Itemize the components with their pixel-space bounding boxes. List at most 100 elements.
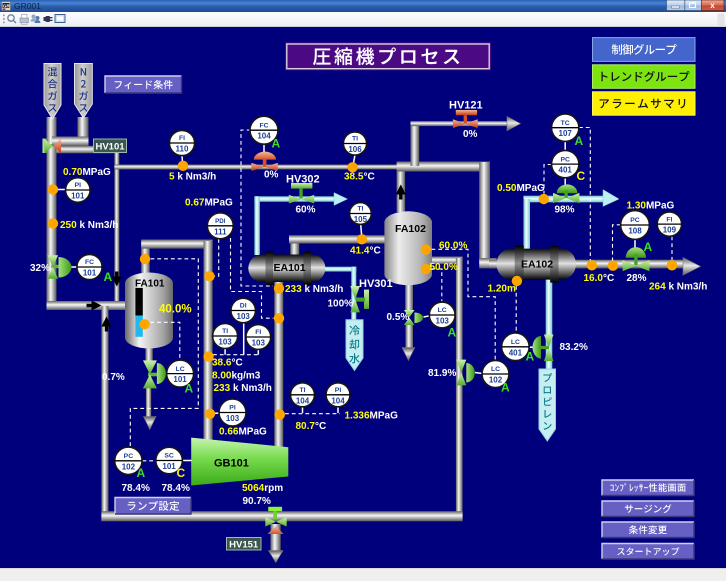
svg-text:38.6°C: 38.6°C	[212, 358, 243, 369]
svg-text:60%: 60%	[296, 205, 316, 216]
svg-text:8.00kg/m3: 8.00kg/m3	[212, 371, 261, 382]
svg-text:103: 103	[237, 312, 251, 321]
svg-text:FC: FC	[85, 259, 94, 266]
svg-text:PI: PI	[335, 387, 342, 394]
svg-text:GB101: GB101	[214, 458, 249, 470]
svg-text:1.20m: 1.20m	[488, 284, 516, 295]
svg-text:111: 111	[214, 227, 227, 236]
svg-text:FI: FI	[666, 216, 672, 223]
svg-text:A: A	[137, 466, 146, 480]
svg-text:FC: FC	[259, 122, 268, 129]
svg-text:C: C	[177, 466, 186, 480]
svg-text:103: 103	[436, 317, 450, 326]
svg-text:81.9%: 81.9%	[428, 368, 456, 379]
svg-text:HV301: HV301	[359, 278, 393, 290]
svg-text:98%: 98%	[555, 205, 575, 216]
svg-text:60.0%: 60.0%	[439, 241, 467, 252]
svg-text:PDI: PDI	[215, 218, 226, 225]
svg-text:110: 110	[176, 145, 189, 154]
svg-text:101: 101	[162, 462, 176, 471]
svg-text:0.5%: 0.5%	[387, 312, 410, 323]
svg-text:106: 106	[348, 145, 362, 154]
svg-text:LC: LC	[491, 366, 500, 373]
svg-text:TI: TI	[352, 136, 358, 143]
svg-text:TI: TI	[299, 387, 305, 394]
svg-text:264 k Nm3/h: 264 k Nm3/h	[649, 282, 707, 293]
svg-text:104: 104	[257, 132, 271, 141]
svg-text:104: 104	[331, 396, 345, 405]
svg-text:HV151: HV151	[229, 540, 259, 551]
svg-text:LC: LC	[438, 307, 447, 314]
svg-text:90.7%: 90.7%	[243, 496, 271, 507]
svg-text:0.50MPaG: 0.50MPaG	[497, 183, 545, 194]
svg-text:TC: TC	[561, 120, 570, 127]
svg-text:A: A	[501, 381, 510, 395]
svg-text:x: x	[710, 1, 715, 10]
svg-text:40.0%: 40.0%	[159, 304, 192, 316]
svg-text:A: A	[644, 240, 653, 254]
svg-text:SC: SC	[164, 453, 174, 460]
svg-text:A: A	[272, 137, 281, 151]
svg-text:1.30MPaG: 1.30MPaG	[627, 201, 675, 212]
svg-text:103: 103	[226, 414, 240, 423]
svg-text:250 k Nm3/h: 250 k Nm3/h	[60, 220, 118, 231]
svg-text:41.4°C: 41.4°C	[350, 246, 381, 257]
svg-text:1.336MPaG: 1.336MPaG	[345, 411, 399, 422]
svg-text:PC: PC	[560, 156, 570, 163]
svg-text:108: 108	[628, 227, 642, 236]
svg-text:LC: LC	[511, 339, 520, 346]
svg-text:PI: PI	[75, 182, 82, 189]
svg-text:83.2%: 83.2%	[560, 342, 588, 353]
svg-text:GR001: GR001	[14, 1, 41, 11]
svg-text:DI: DI	[240, 303, 247, 310]
svg-text:A: A	[185, 382, 194, 396]
svg-text:EA102: EA102	[521, 259, 553, 271]
svg-text:A: A	[104, 270, 113, 284]
svg-text:101: 101	[71, 192, 85, 201]
svg-text:0%: 0%	[463, 129, 478, 140]
svg-text:80.7°C: 80.7°C	[296, 421, 327, 432]
svg-text:FA102: FA102	[395, 223, 426, 235]
svg-text:A: A	[575, 134, 584, 148]
svg-text:101: 101	[83, 269, 97, 278]
svg-text:102: 102	[489, 376, 503, 385]
svg-text:HV101: HV101	[95, 142, 125, 153]
svg-text:78.4%: 78.4%	[122, 483, 150, 494]
svg-text:5064rpm: 5064rpm	[242, 483, 283, 494]
svg-text:103: 103	[218, 338, 232, 347]
svg-text:109: 109	[663, 226, 677, 235]
svg-text:HV302: HV302	[286, 174, 320, 186]
svg-text:16.0°C: 16.0°C	[584, 273, 615, 284]
svg-text:0.67MPaG: 0.67MPaG	[185, 198, 233, 209]
svg-text:102: 102	[122, 462, 136, 471]
svg-text:A: A	[448, 326, 457, 340]
svg-text:50.0%: 50.0%	[430, 262, 458, 273]
svg-text:A: A	[526, 350, 535, 364]
svg-text:PI: PI	[229, 405, 236, 412]
svg-text:233 k Nm3/h: 233 k Nm3/h	[214, 383, 272, 394]
svg-text:101: 101	[173, 375, 187, 384]
svg-text:C: C	[577, 169, 586, 183]
svg-text:PC: PC	[124, 453, 134, 460]
svg-text:401: 401	[509, 348, 523, 357]
svg-text:401: 401	[559, 166, 573, 175]
svg-text:78.4%: 78.4%	[162, 483, 190, 494]
svg-text:FI: FI	[255, 329, 261, 336]
svg-text:0.7%: 0.7%	[102, 372, 125, 383]
svg-text:PC: PC	[630, 217, 640, 224]
svg-text:TI: TI	[357, 206, 363, 213]
svg-text:0%: 0%	[264, 170, 279, 181]
svg-text:107: 107	[559, 129, 573, 138]
svg-text:233 k Nm3/h: 233 k Nm3/h	[285, 284, 343, 295]
svg-text:32%: 32%	[30, 263, 50, 274]
svg-text:0.66MPaG: 0.66MPaG	[219, 427, 267, 438]
svg-text:105: 105	[354, 215, 368, 224]
svg-text:104: 104	[296, 396, 310, 405]
svg-text:FA101: FA101	[135, 279, 165, 290]
svg-text:FI: FI	[179, 135, 185, 142]
svg-text:HV121: HV121	[449, 100, 483, 112]
svg-text:GR: GR	[3, 4, 11, 9]
svg-text:0.70MPaG: 0.70MPaG	[63, 167, 111, 178]
svg-text:LC: LC	[176, 366, 185, 373]
svg-text:EA101: EA101	[274, 262, 306, 274]
